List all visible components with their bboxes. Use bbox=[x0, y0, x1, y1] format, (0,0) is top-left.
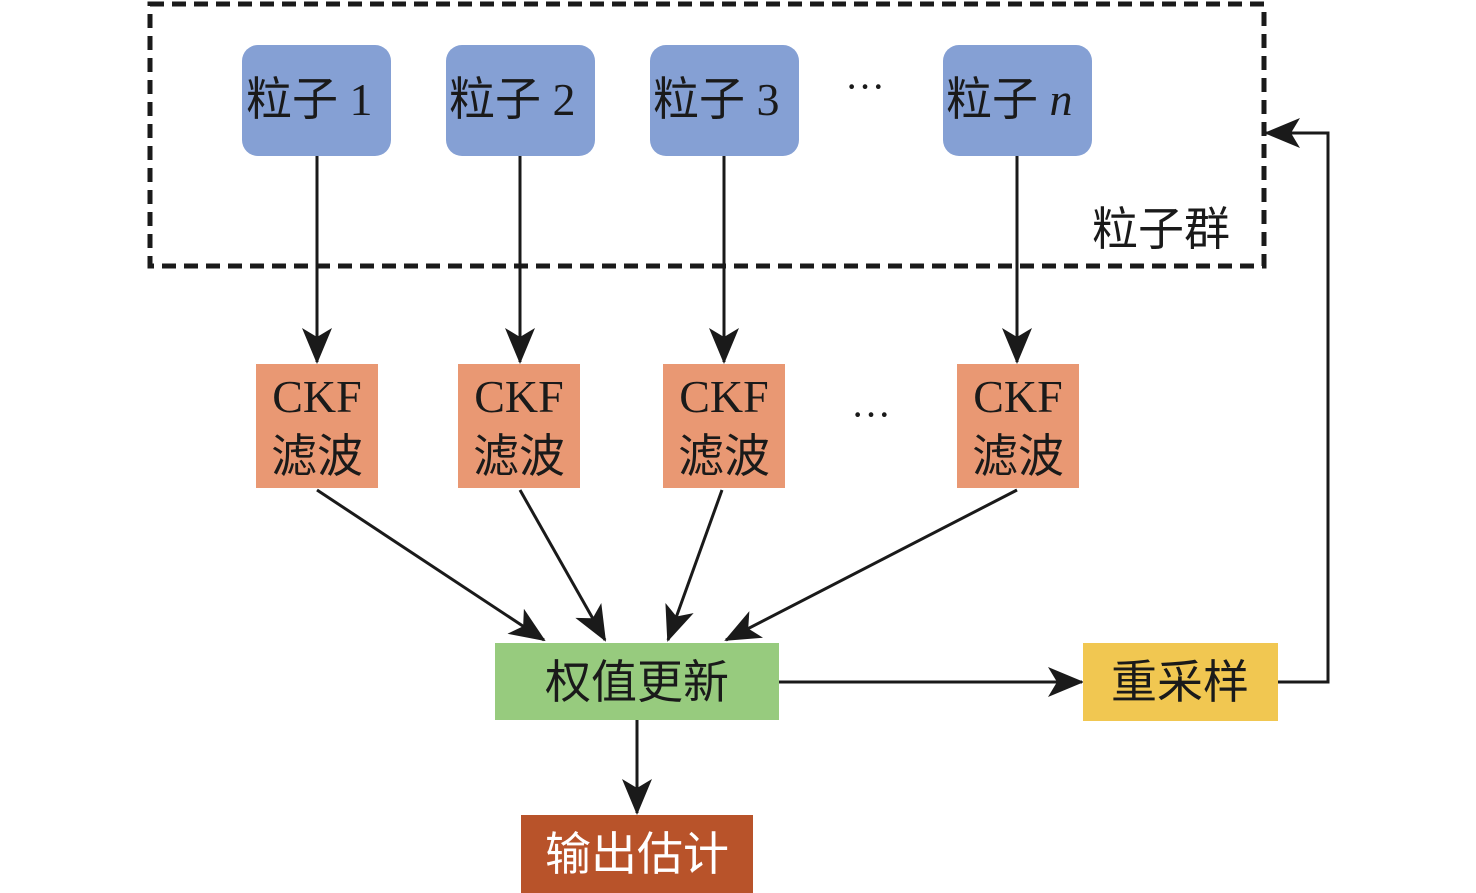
filter-label: 滤波 bbox=[678, 431, 770, 482]
edge-ckf-to-weight bbox=[665, 489, 724, 642]
output-estimate-label: 输出估计 bbox=[545, 829, 729, 880]
ckf-label: CKF bbox=[272, 371, 361, 422]
particle-node[interactable]: 粒子 1 bbox=[242, 45, 391, 156]
output-estimate-node[interactable]: 输出估计 bbox=[521, 815, 753, 893]
particle-index: 2 bbox=[553, 74, 576, 125]
ckf-filter-node[interactable]: CKF 滤波 bbox=[957, 364, 1079, 488]
particle-index: 3 bbox=[757, 74, 780, 125]
particle-node[interactable]: 粒子 3 bbox=[650, 45, 799, 156]
ckf-ellipsis: ··· bbox=[851, 392, 891, 437]
particle-swarm-label: 粒子群 bbox=[1092, 204, 1230, 255]
svg-text:粒子 3: 粒子 3 bbox=[653, 74, 780, 125]
ckf-label: CKF bbox=[973, 371, 1062, 422]
filter-label: 滤波 bbox=[271, 431, 363, 482]
filter-label: 滤波 bbox=[473, 431, 565, 482]
svg-text:粒子 2: 粒子 2 bbox=[449, 74, 576, 125]
svg-text:粒子 1: 粒子 1 bbox=[246, 74, 373, 125]
particle-label: 粒子 bbox=[449, 74, 553, 125]
edge-ckf-to-weight bbox=[724, 488, 1018, 642]
weight-update-label: 权值更新 bbox=[545, 657, 729, 708]
edge-ckf-to-weight bbox=[316, 488, 546, 642]
particle-ellipsis: ··· bbox=[845, 64, 885, 109]
particle-label: 粒子 bbox=[653, 74, 757, 125]
filter-label: 滤波 bbox=[972, 431, 1064, 482]
ckf-label: CKF bbox=[679, 371, 768, 422]
ckf-filter-node[interactable]: CKF 滤波 bbox=[458, 364, 580, 488]
resample-node[interactable]: 重采样 bbox=[1083, 643, 1278, 721]
particle-node[interactable]: 粒子 n bbox=[943, 45, 1092, 156]
particle-index: 1 bbox=[350, 74, 373, 125]
ckf-label: CKF bbox=[474, 371, 563, 422]
particle-label: 粒子 bbox=[946, 74, 1050, 125]
edge-ckf-to-weight bbox=[518, 489, 607, 642]
particle-label: 粒子 bbox=[246, 74, 350, 125]
particle-node[interactable]: 粒子 2 bbox=[446, 45, 595, 156]
ckf-filter-node[interactable]: CKF 滤波 bbox=[663, 364, 785, 488]
weight-update-node[interactable]: 权值更新 bbox=[495, 643, 779, 720]
edge-resample-to-swarm bbox=[1264, 118, 1330, 684]
resample-label: 重采样 bbox=[1111, 657, 1249, 708]
ckf-filter-node[interactable]: CKF 滤波 bbox=[256, 364, 378, 488]
svg-text:粒子 n: 粒子 n bbox=[946, 74, 1073, 125]
particle-index: n bbox=[1050, 74, 1073, 125]
